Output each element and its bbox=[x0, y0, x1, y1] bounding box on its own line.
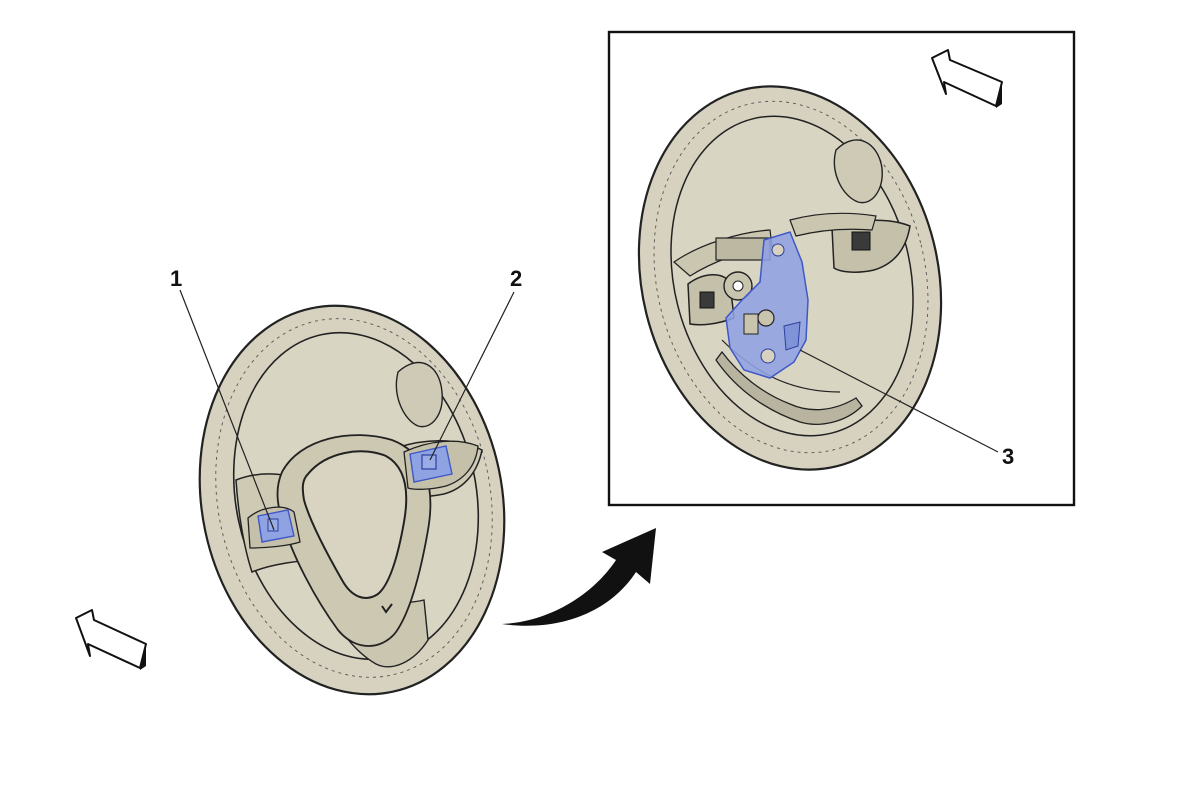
leader-line-3 bbox=[799, 349, 999, 453]
switch-right-button bbox=[421, 454, 437, 470]
clock-spring-hole-top bbox=[771, 243, 785, 257]
rear-spoke-right-arm bbox=[789, 212, 877, 237]
leader-line-1 bbox=[179, 289, 275, 531]
leader-line-2 bbox=[429, 291, 515, 461]
callout-2: 2 bbox=[510, 266, 522, 291]
direction-arrow-left-body bbox=[75, 609, 147, 669]
direction-arrow-icon bbox=[931, 49, 1003, 108]
clock-spring-hole-bottom bbox=[760, 348, 776, 364]
wheel-top-bump bbox=[395, 361, 443, 428]
rear-lower-frame bbox=[715, 350, 863, 425]
curved-arrow-icon bbox=[502, 528, 656, 626]
rear-switch-left-button bbox=[699, 291, 715, 309]
rear-wheel-top-bump bbox=[833, 139, 883, 204]
hub-emblem bbox=[381, 603, 393, 614]
rear-switch-right-button bbox=[851, 231, 871, 251]
airbag-cover bbox=[301, 450, 408, 599]
rear-hub-bolt-center bbox=[732, 280, 744, 292]
switch-left-button bbox=[267, 518, 279, 532]
callout-3: 3 bbox=[1002, 444, 1014, 469]
direction-arrow-icon bbox=[75, 609, 147, 670]
wheel-rim-seam bbox=[215, 318, 493, 678]
steering-wheel-front-view bbox=[198, 304, 506, 696]
rear-wheel-rim-seam bbox=[653, 100, 929, 454]
callout-1: 1 bbox=[170, 266, 182, 291]
steering-wheel-rear-view bbox=[637, 85, 943, 471]
direction-arrow-inset-body bbox=[931, 49, 1003, 107]
clock-spring-center bbox=[757, 309, 775, 327]
clock-spring-tab bbox=[783, 321, 801, 351]
clock-spring-connector bbox=[743, 313, 759, 335]
